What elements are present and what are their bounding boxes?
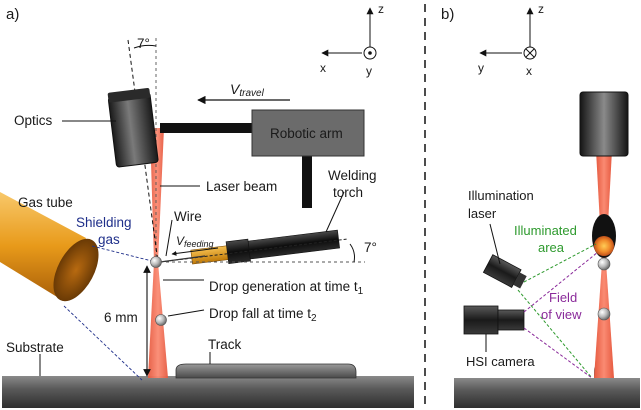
- substrate-label: Substrate: [6, 340, 64, 355]
- panel-a-label: a): [6, 6, 19, 23]
- gas-tube: [0, 192, 99, 302]
- illumination-label-line1: Illumination: [468, 188, 534, 203]
- welding-torch-leader: [325, 191, 345, 233]
- shielding-gas-label-line1: Shielding: [76, 215, 132, 230]
- illumination-leader: [489, 223, 501, 265]
- robotic-arm-box: [251, 109, 365, 157]
- arm-horizontal-link: [160, 123, 254, 133]
- track-bead: [175, 363, 357, 379]
- hsi-camera: [463, 305, 525, 335]
- feeding-arrow: [171, 247, 219, 256]
- illumination-label-line2: laser: [468, 206, 497, 221]
- distance-label: 6 mm: [104, 310, 138, 325]
- torch-angle-label: 7°: [364, 240, 377, 255]
- field-of-view-line-lower: [523, 327, 593, 379]
- illuminated-area-label-line2: area: [538, 240, 565, 255]
- illuminated-area-spot: [594, 236, 614, 256]
- optics-head-b: [579, 91, 629, 157]
- drop-b-lower: [597, 307, 611, 321]
- svg-text:z: z: [378, 2, 384, 16]
- illumination-laser: [482, 254, 527, 289]
- field-of-view-line-upper: [523, 251, 599, 313]
- top-angle-label: 7°: [137, 36, 150, 51]
- field-of-view-label-line1: Field: [549, 290, 577, 305]
- field-of-view-label-line2: of view: [541, 307, 582, 322]
- top-angle-arc: [133, 44, 157, 49]
- wire-leader: [165, 219, 173, 257]
- drop-fall-leader: [167, 309, 205, 317]
- panel-b-label: b): [441, 6, 454, 23]
- wire-label: Wire: [174, 209, 202, 224]
- illuminated-area-label-line1: Illuminated: [514, 223, 577, 238]
- svg-text:y: y: [478, 61, 484, 75]
- shielding-gas-label-line2: gas: [98, 232, 120, 247]
- shielding-gas-line-lower: [63, 305, 143, 381]
- laser-beam-label: Laser beam: [206, 179, 277, 194]
- hsi-camera-label: HSI camera: [466, 354, 535, 369]
- drop-fall: [155, 314, 167, 326]
- illumination-line-upper: [523, 243, 597, 283]
- svg-text:z: z: [538, 2, 544, 16]
- track-label: Track: [208, 337, 241, 352]
- drop-generation-label: Drop generation at time t1: [209, 279, 364, 297]
- optics-label: Optics: [14, 113, 53, 128]
- torch-angle-arc: [349, 243, 355, 263]
- drop-b-upper: [597, 257, 611, 271]
- welding-label-line1: Welding: [328, 168, 377, 183]
- coordinate-system-b: z y x: [478, 2, 544, 78]
- svg-text:x: x: [526, 64, 532, 78]
- coordinate-system-a: z x y: [320, 2, 384, 78]
- svg-text:y: y: [366, 64, 372, 78]
- welding-label-line2: torch: [333, 185, 363, 200]
- drop-generation: [150, 256, 162, 268]
- substrate-block: [2, 376, 414, 408]
- feeding-velocity-label: Vfeeding: [176, 234, 214, 249]
- optics-head: [107, 87, 159, 168]
- welding-torch: [159, 229, 349, 265]
- shielding-gas-line-upper: [91, 245, 157, 263]
- drop-fall-label: Drop fall at time t2: [209, 306, 317, 324]
- substrate-block-b: [454, 378, 640, 408]
- laser-beam-b-upper: [596, 150, 612, 262]
- gas-tube-label: Gas tube: [18, 195, 73, 210]
- illumination-line-lower: [517, 289, 593, 379]
- travel-velocity-label: Vtravel: [230, 81, 265, 99]
- arm-vertical-link: [302, 150, 312, 208]
- wire: [159, 255, 206, 263]
- svg-text:x: x: [320, 61, 326, 75]
- robotic-arm-label: Robotic arm: [270, 126, 343, 141]
